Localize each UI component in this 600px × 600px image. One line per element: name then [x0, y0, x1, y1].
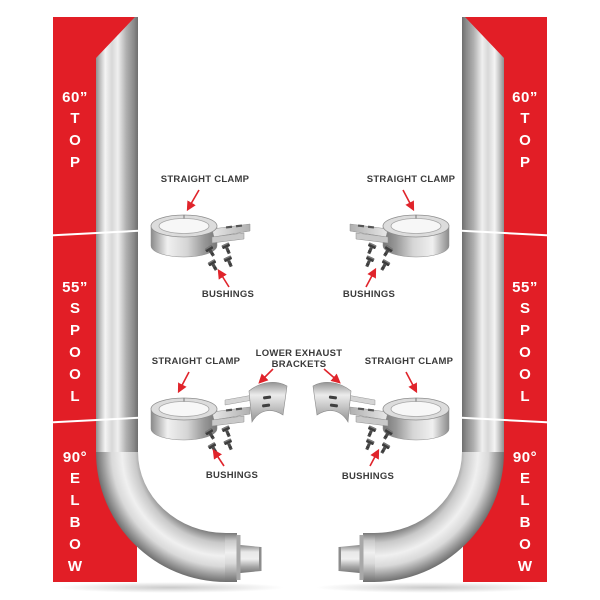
straight-clamp-bottom-right-illustration — [349, 397, 450, 441]
lower-exhaust-brackets-label-line1: LOWER EXHAUST — [255, 348, 343, 359]
pipe-left — [96, 17, 262, 582]
section-size-label: 60” — [512, 89, 538, 106]
section-word-label: TOP — [516, 110, 534, 176]
straight-clamp-label-top-left: STRAIGHT CLAMP — [160, 174, 250, 185]
bushings-bottom-left-illustration — [205, 425, 235, 455]
bushings-label-top-left: BUSHINGS — [201, 289, 255, 300]
arrow-bushings-bottom-left — [212, 449, 225, 467]
section-word-label: SPOOL — [516, 300, 534, 410]
section-word-label: TOP — [66, 110, 84, 176]
lower-exhaust-brackets-label: LOWER EXHAUST BRACKETS — [244, 348, 354, 371]
arrow-bushings-top-right — [365, 267, 377, 288]
lower-exhaust-brackets-label-line2: BRACKETS — [271, 358, 327, 370]
banner-section-left-middle: 55” SPOOL — [53, 280, 97, 410]
banner-section-left-bottom: 90° ELBOW — [53, 450, 97, 580]
section-size-label: 90° — [512, 449, 538, 466]
banner-section-right-middle: 55” SPOOL — [503, 280, 547, 410]
straight-clamp-label-top-right: STRAIGHT CLAMP — [366, 174, 456, 185]
bushings-label-top-right: BUSHINGS — [342, 289, 396, 300]
arrow-bushings-top-left — [217, 268, 230, 288]
right-ground-shadow — [315, 582, 545, 593]
bushings-bottom-right-illustration — [363, 425, 393, 455]
banner-section-right-top: 60” TOP — [503, 90, 547, 176]
section-word-label: ELBOW — [516, 470, 534, 580]
arrow-bracket-left — [258, 368, 274, 384]
section-size-label: 90° — [62, 449, 88, 466]
straight-clamp-top-right-illustration — [349, 214, 450, 258]
arrow-straight-clamp-top-left — [186, 189, 200, 212]
arrow-bracket-right — [323, 368, 341, 384]
arrow-bushings-bottom-right — [369, 448, 380, 467]
bushings-label-bottom-right: BUSHINGS — [341, 471, 395, 482]
section-word-label: SPOOL — [66, 300, 84, 410]
banner-section-right-bottom: 90° ELBOW — [503, 450, 547, 580]
straight-clamp-label-bottom-left: STRAIGHT CLAMP — [151, 356, 241, 367]
straight-clamp-label-bottom-right: STRAIGHT CLAMP — [364, 356, 454, 367]
bushings-top-right-illustration — [363, 242, 393, 272]
left-ground-shadow — [55, 582, 285, 593]
banner-section-left-top: 60” TOP — [53, 90, 97, 176]
arrow-straight-clamp-bottom-right — [405, 371, 418, 394]
section-size-label: 55” — [62, 279, 88, 296]
straight-clamp-top-left-illustration — [150, 214, 251, 258]
arrow-straight-clamp-bottom-left — [177, 371, 190, 394]
section-size-label: 60” — [62, 89, 88, 106]
arrow-straight-clamp-top-right — [402, 189, 415, 212]
bushings-top-left-illustration — [205, 242, 235, 272]
bushings-label-bottom-left: BUSHINGS — [205, 470, 259, 481]
section-size-label: 55” — [512, 279, 538, 296]
section-word-label: ELBOW — [66, 470, 84, 580]
straight-clamp-bottom-left-illustration — [150, 397, 251, 441]
